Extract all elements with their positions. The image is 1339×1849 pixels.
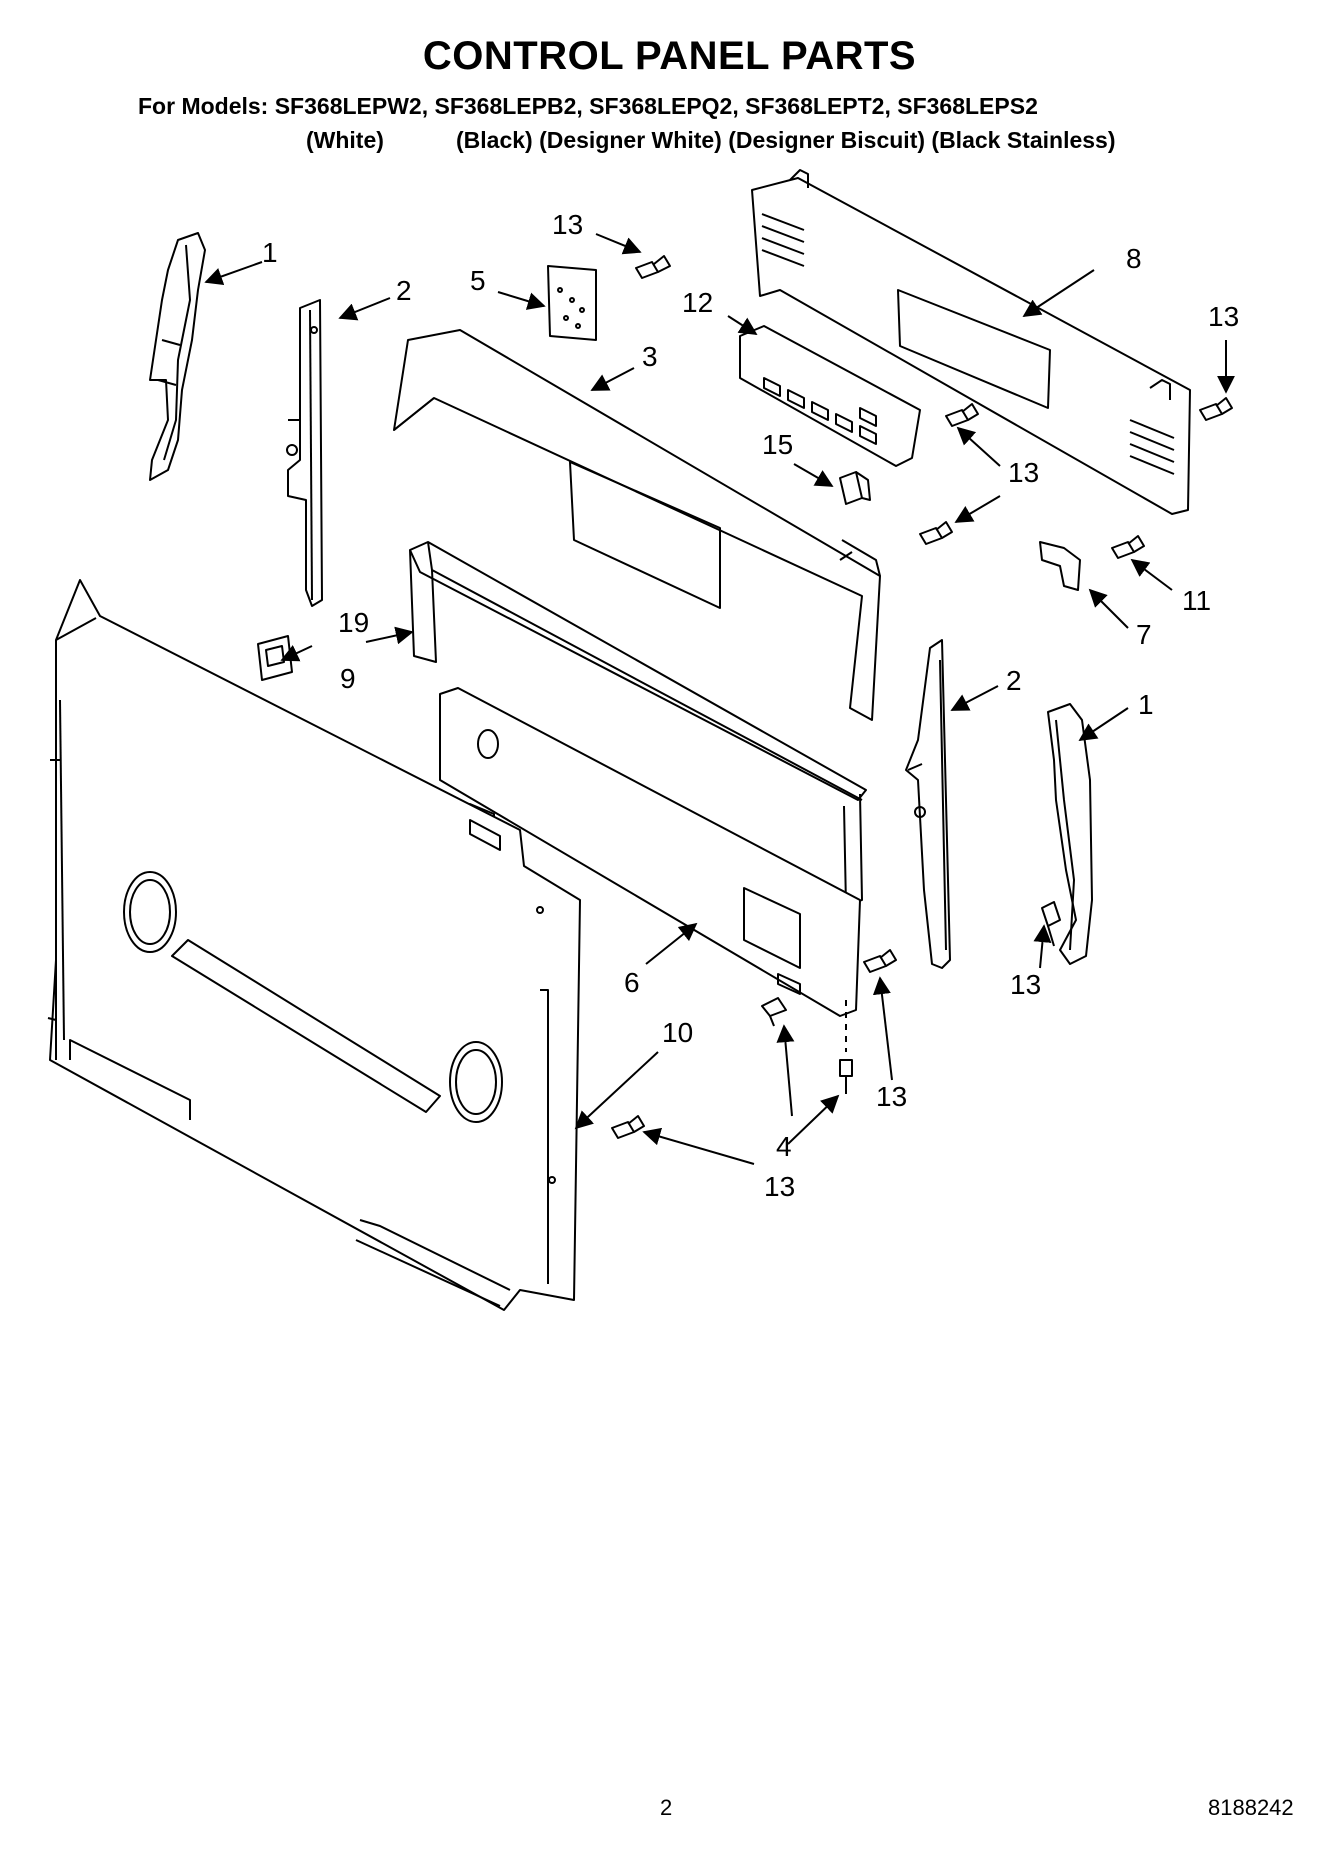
page-number: 2 [660,1795,673,1820]
rear-panel-part [751,169,1191,515]
callout-13-right: 13 [1208,301,1239,332]
document-number: 8188242 [1208,1795,1294,1820]
callout-13-bottom: 13 [764,1171,795,1202]
display-module-part [739,325,921,467]
callout-11: 11 [1182,585,1211,616]
callout-4: 4 [776,1131,792,1162]
bracket-small-part [1039,541,1081,591]
channel-bracket-part [409,541,867,907]
callout-6: 6 [624,967,640,998]
callout-1-left: 1 [262,237,278,268]
end-cap-right-part [1047,703,1093,965]
end-cap-left-part [149,232,206,481]
callout-10: 10 [662,1017,693,1048]
callout-13-endcap: 13 [1010,969,1041,1000]
callout-12: 12 [682,287,713,318]
side-bracket-right-part [905,639,951,969]
callout-7: 7 [1136,619,1152,650]
models-line: For Models: SF368LEPW2, SF368LEPB2, SF36… [138,93,1038,119]
screw-panel-right-part [863,949,897,973]
callout-19: 19 [338,607,369,638]
callout-15: 15 [762,429,793,460]
callout-2-left: 2 [396,275,412,306]
callout-9: 9 [340,663,356,694]
screw-vertical-part [839,1000,853,1094]
console-panel-part [393,329,881,721]
screw-bracket-part [1111,535,1145,559]
screw-console-part [919,521,953,545]
color-white-label: (White) [306,127,384,153]
callout-13-mid: 13 [1008,457,1039,488]
control-board-part [547,265,597,341]
side-bracket-left-part [286,299,323,607]
callout-3: 3 [642,341,658,372]
screw-lower-panel-part [611,1115,645,1139]
callout-1-right: 1 [1138,689,1154,720]
callout-13-top: 13 [552,209,583,240]
screw-endcap-part [1041,901,1061,947]
screw-top-part [635,255,671,279]
screw-rear-right-part [1199,397,1233,421]
screw-display-part [945,403,979,427]
color-other-labels: (Black) (Designer White) (Designer Biscu… [456,127,1116,153]
callout-8: 8 [1126,243,1142,274]
callout-5: 5 [470,265,486,296]
callout-2-right: 2 [1006,665,1022,696]
lower-panel-part [47,579,581,1311]
callout-13-bottom-right: 13 [876,1081,907,1112]
screw-part-4-part [761,997,787,1027]
page-title: CONTROL PANEL PARTS [422,34,917,78]
leader-lines [204,233,1235,1165]
clip-part [839,471,871,505]
